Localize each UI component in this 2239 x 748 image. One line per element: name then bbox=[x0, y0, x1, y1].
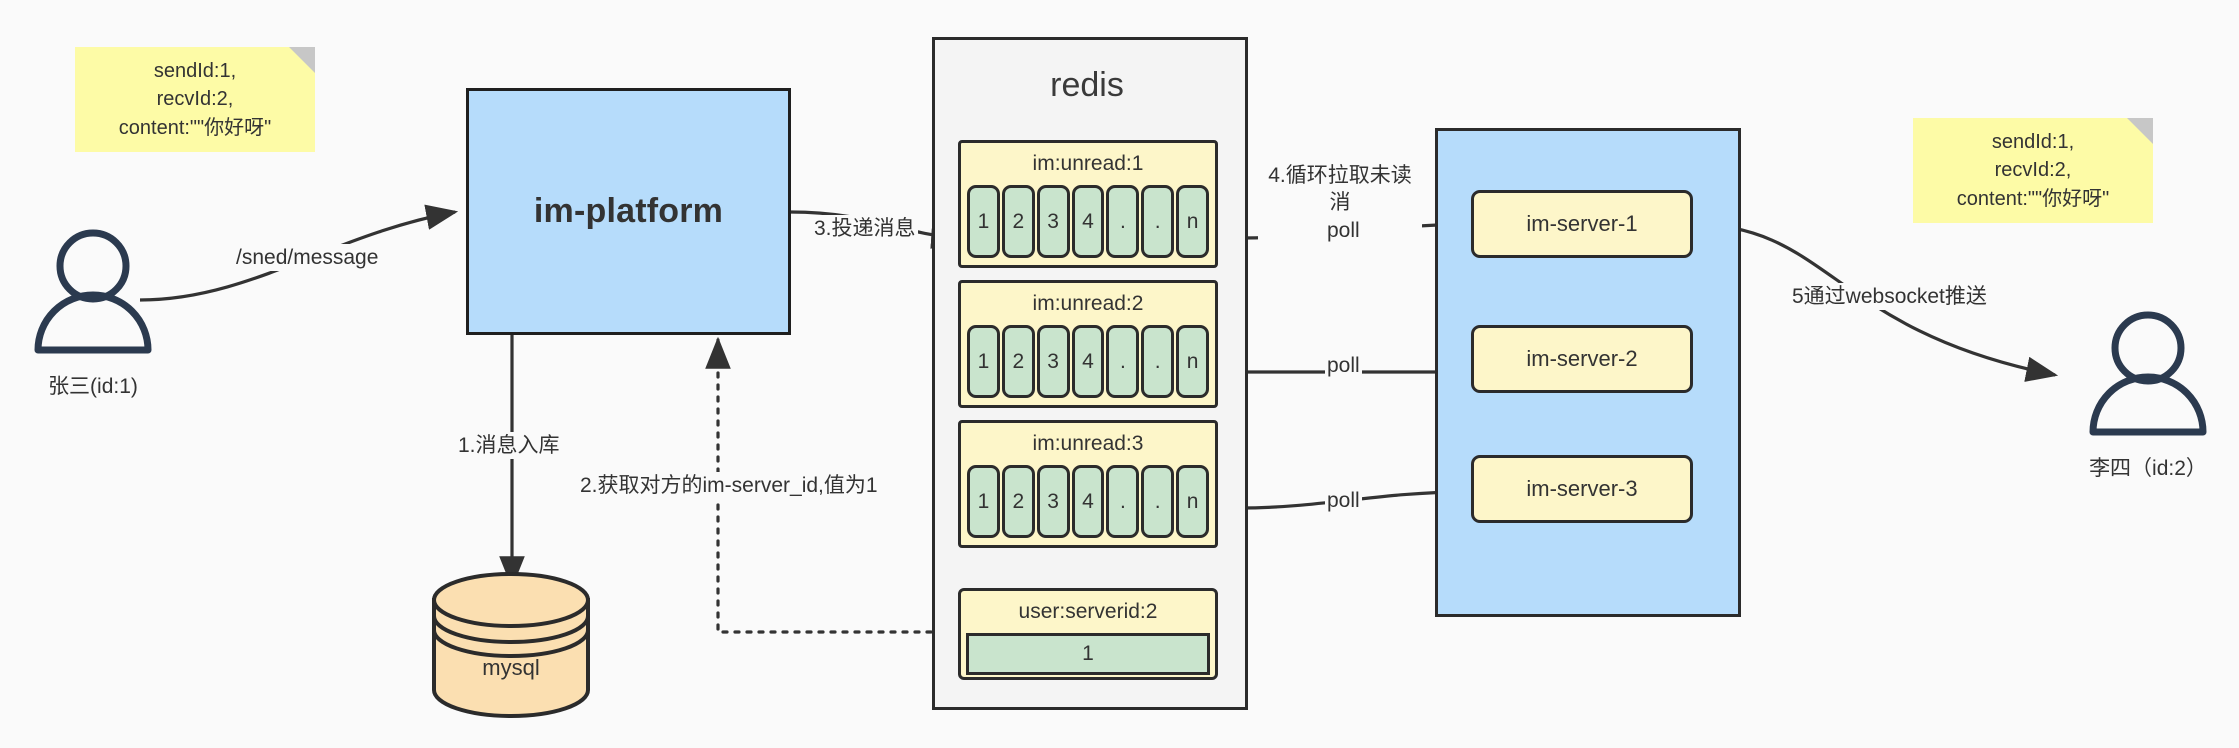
redis-queue-1[interactable]: im:unread:2 1 2 3 4 . . n bbox=[958, 280, 1218, 408]
im-server-1-label: im-server-1 bbox=[1526, 211, 1638, 236]
queue-cell: 3 bbox=[1036, 465, 1070, 538]
actor-receiver-label: 李四（id:2） bbox=[2089, 457, 2207, 480]
im-platform-box[interactable]: im-platform bbox=[466, 88, 791, 335]
queue-cell: n bbox=[1176, 325, 1210, 398]
im-server-2-box[interactable]: im-server-2 bbox=[1471, 325, 1693, 393]
note-left: sendId:1, recvId:2, content:""你好呀" bbox=[75, 47, 315, 152]
label-step-1: 1.消息入库 bbox=[456, 432, 562, 460]
actor-sender-icon bbox=[34, 229, 152, 354]
label-step-3: 3.投递消息 bbox=[812, 215, 918, 243]
queue-cell: . bbox=[1106, 465, 1140, 538]
redis-queue-1-cells: 1 2 3 4 . . n bbox=[961, 325, 1215, 403]
redis-title: redis bbox=[932, 60, 1242, 110]
queue-cell: . bbox=[1141, 325, 1175, 398]
label-step-5: 5通过websocket推送 bbox=[1790, 283, 1989, 311]
mysql-cylinder-icon bbox=[432, 572, 590, 718]
queue-cell: . bbox=[1106, 185, 1140, 258]
queue-cell: . bbox=[1141, 465, 1175, 538]
note-fold-icon bbox=[289, 47, 315, 73]
queue-cell: 2 bbox=[1001, 325, 1035, 398]
queue-cell: 4 bbox=[1071, 325, 1105, 398]
queue-cell: . bbox=[1106, 325, 1140, 398]
im-server-1-box[interactable]: im-server-1 bbox=[1471, 190, 1693, 258]
label-poll-1: poll bbox=[1325, 217, 1362, 245]
label-poll-3: poll bbox=[1325, 487, 1362, 515]
label-send-message: /sned/message bbox=[234, 244, 381, 272]
redis-queue-1-key: im:unread:2 bbox=[1032, 292, 1144, 315]
redis-kv-user-serverid[interactable]: user:serverid:2 1 bbox=[958, 588, 1218, 680]
redis-queue-2-key: im:unread:3 bbox=[1032, 432, 1144, 455]
queue-cell: n bbox=[1176, 465, 1210, 538]
queue-cell: 2 bbox=[1001, 465, 1035, 538]
redis-queue-0-key: im:unread:1 bbox=[1032, 152, 1144, 175]
queue-cell: . bbox=[1141, 185, 1175, 258]
redis-queue-2-cells: 1 2 3 4 . . n bbox=[961, 465, 1215, 543]
redis-queue-0-cells: 1 2 3 4 . . n bbox=[961, 185, 1215, 263]
note-left-text: sendId:1, recvId:2, content:""你好呀" bbox=[118, 59, 272, 139]
queue-cell: 1 bbox=[967, 325, 1000, 398]
mysql-label: mysql bbox=[482, 655, 540, 680]
redis-queue-2[interactable]: im:unread:3 1 2 3 4 . . n bbox=[958, 420, 1218, 548]
queue-cell: 4 bbox=[1071, 465, 1105, 538]
edge-get-serverid bbox=[705, 336, 957, 634]
note-right-text: sendId:1, recvId:2, content:""你好呀" bbox=[1956, 130, 2110, 210]
redis-kv-key: user:serverid:2 bbox=[1018, 600, 1158, 623]
actor-sender-label: 张三(id:1) bbox=[48, 375, 138, 398]
queue-cell: 3 bbox=[1036, 325, 1070, 398]
note-right: sendId:1, recvId:2, content:""你好呀" bbox=[1913, 118, 2153, 223]
label-step-2: 2.获取对方的im-server_id,值为1 bbox=[578, 472, 880, 500]
im-platform-label: im-platform bbox=[533, 192, 724, 230]
im-server-3-label: im-server-3 bbox=[1526, 476, 1638, 501]
queue-cell: 4 bbox=[1071, 185, 1105, 258]
queue-cell: 1 bbox=[967, 185, 1000, 258]
queue-cell: 2 bbox=[1001, 185, 1035, 258]
queue-cell: 1 bbox=[967, 465, 1000, 538]
im-server-2-label: im-server-2 bbox=[1526, 346, 1638, 371]
note-fold-icon bbox=[2127, 118, 2153, 144]
actor-receiver-icon bbox=[2089, 311, 2207, 436]
im-server-3-box[interactable]: im-server-3 bbox=[1471, 455, 1693, 523]
queue-cell: n bbox=[1176, 185, 1210, 258]
redis-queue-0[interactable]: im:unread:1 1 2 3 4 . . n bbox=[958, 140, 1218, 268]
queue-cell: 3 bbox=[1036, 185, 1070, 258]
redis-kv-value: 1 bbox=[966, 633, 1210, 675]
label-poll-2: poll bbox=[1325, 352, 1362, 380]
redis-title-label: redis bbox=[1050, 65, 1124, 104]
